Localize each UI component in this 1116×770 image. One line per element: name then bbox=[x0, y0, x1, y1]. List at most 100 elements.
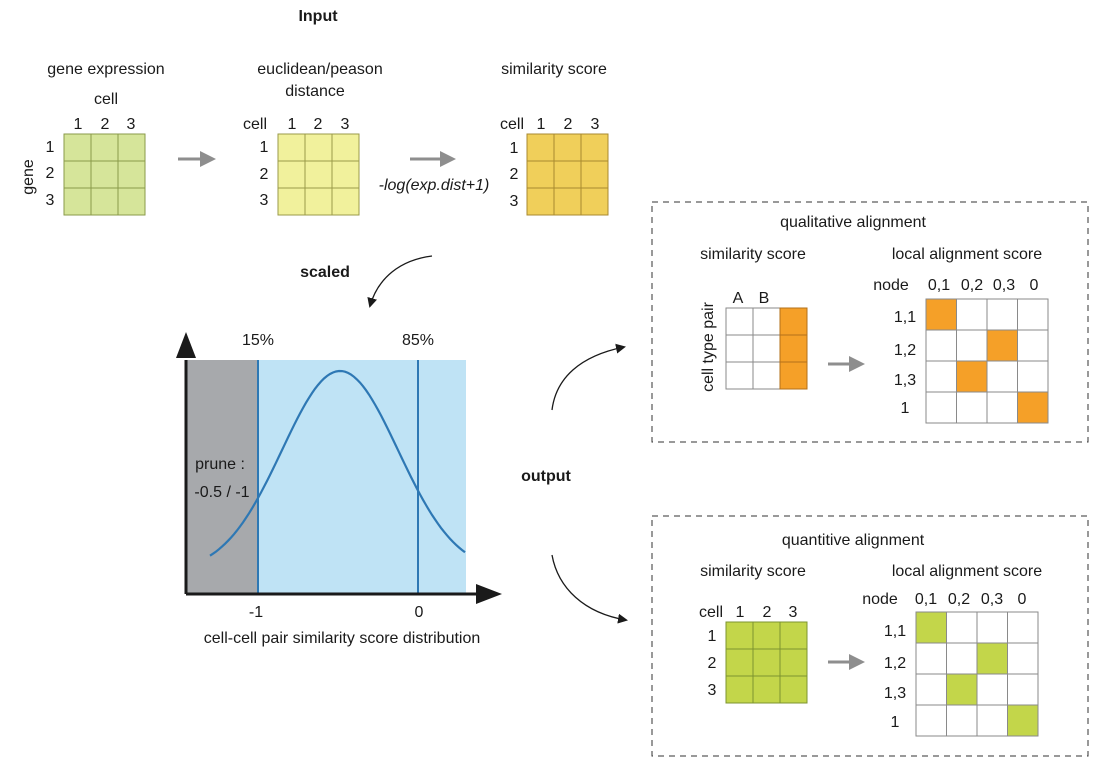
alignment-cell bbox=[976, 611, 1008, 644]
qualitative-col-label: A bbox=[733, 290, 744, 307]
distance-row-label: 1 bbox=[260, 139, 269, 156]
matrix-cell bbox=[752, 675, 781, 704]
quantitative-alignment-panel: quantitive alignment similarity score lo… bbox=[651, 515, 1089, 757]
filled-alignment-cell bbox=[925, 298, 957, 331]
qualitative-local-title: local alignment score bbox=[892, 246, 1042, 263]
matrix-cell bbox=[752, 361, 781, 390]
distance-title-line2: distance bbox=[285, 83, 345, 100]
quantitative-similarity-matrix bbox=[725, 621, 808, 704]
alignment-cell bbox=[1007, 673, 1039, 706]
matrix-cell bbox=[779, 675, 808, 704]
quantitative-row-label: 1 bbox=[708, 628, 717, 645]
filled-alignment-cell bbox=[1017, 391, 1049, 424]
y-axis-arrowhead bbox=[176, 332, 196, 358]
qualitative-node-row: 1,3 bbox=[894, 372, 916, 389]
matrix-cell bbox=[277, 160, 306, 189]
distance-panel: euclidean/peason distance cell 1 2 3 1 2… bbox=[243, 61, 383, 216]
matrix-cell bbox=[752, 307, 781, 336]
distance-row-label: 3 bbox=[260, 192, 269, 209]
gene-expression-col-label: 3 bbox=[127, 116, 136, 133]
matrix-cell bbox=[553, 133, 582, 162]
filled-alignment-cell bbox=[1007, 704, 1039, 737]
qualitative-alignment-panel: qualitative alignment similarity score l… bbox=[651, 201, 1089, 443]
alignment-cell bbox=[986, 391, 1018, 424]
matrix-cell bbox=[63, 133, 92, 162]
similarity-col-label: 3 bbox=[591, 116, 600, 133]
distribution-curve bbox=[209, 369, 466, 557]
prune-label-line2: -0.5 / -1 bbox=[194, 484, 249, 501]
distance-matrix bbox=[277, 133, 360, 216]
matrix-cell bbox=[331, 133, 360, 162]
matrix-cell bbox=[90, 187, 119, 216]
input-title: Input bbox=[298, 8, 338, 25]
qualitative-node-col: 0,3 bbox=[993, 277, 1015, 294]
x-tick-label: 0 bbox=[415, 604, 424, 621]
qualitative-title: qualitative alignment bbox=[780, 214, 926, 231]
gene-expression-col-header: cell bbox=[94, 91, 118, 108]
qualitative-node-row: 1 bbox=[901, 400, 910, 417]
quantitative-col-label: 2 bbox=[763, 604, 772, 621]
qualitative-sim-title: similarity score bbox=[700, 246, 806, 263]
matrix-cell bbox=[526, 160, 555, 189]
alignment-cell bbox=[1017, 360, 1049, 393]
qualitative-node-col: 0 bbox=[1030, 277, 1039, 294]
gray-arrow-1 bbox=[178, 151, 216, 167]
matrix-cell bbox=[304, 133, 333, 162]
matrix-cell bbox=[725, 361, 754, 390]
matrix-cell bbox=[779, 307, 808, 336]
quantitative-row-label: 3 bbox=[708, 682, 717, 699]
quantitative-node-col: 0,1 bbox=[915, 591, 937, 608]
quantitative-node-row: 1,2 bbox=[884, 655, 906, 672]
filled-alignment-cell bbox=[915, 611, 947, 644]
matrix-cell bbox=[752, 621, 781, 650]
alignment-cell bbox=[915, 642, 947, 675]
gray-arrow-qualitative bbox=[828, 356, 865, 372]
matrix-cell bbox=[580, 133, 609, 162]
gene-expression-col-label: 2 bbox=[101, 116, 110, 133]
matrix-cell bbox=[277, 187, 306, 216]
qualitative-node-row: 1,1 bbox=[894, 309, 916, 326]
qualitative-similarity-matrix bbox=[725, 307, 808, 390]
scaled-label: scaled bbox=[300, 264, 350, 281]
gene-expression-col-label: 1 bbox=[74, 116, 83, 133]
matrix-cell bbox=[752, 334, 781, 363]
matrix-cell bbox=[752, 648, 781, 677]
filled-alignment-cell bbox=[976, 642, 1008, 675]
distance-corner-label: cell bbox=[243, 116, 267, 133]
gene-axis-label: gene bbox=[20, 159, 37, 195]
gene-expression-title: gene expression bbox=[47, 61, 164, 78]
matrix-cell bbox=[580, 187, 609, 216]
distance-title-line1: euclidean/peason bbox=[257, 61, 382, 78]
quantitative-node-col: 0,2 bbox=[948, 591, 970, 608]
matrix-cell bbox=[725, 648, 754, 677]
similarity-matrix bbox=[526, 133, 609, 216]
alignment-cell bbox=[915, 704, 947, 737]
alignment-cell bbox=[1017, 329, 1049, 362]
quantitative-local-alignment-matrix bbox=[915, 611, 1039, 737]
matrix-cell bbox=[580, 160, 609, 189]
matrix-cell bbox=[117, 187, 146, 216]
curved-arrow-quantitative bbox=[551, 554, 628, 624]
distribution-caption: cell-cell pair similarity score distribu… bbox=[204, 630, 481, 647]
matrix-cell bbox=[779, 334, 808, 363]
matrix-cell bbox=[117, 160, 146, 189]
similarity-col-label: 2 bbox=[564, 116, 573, 133]
gray-arrow-2 bbox=[410, 151, 456, 167]
gray-arrow-quantitative bbox=[828, 654, 865, 670]
curved-arrow-scaled bbox=[367, 255, 433, 308]
output-label: output bbox=[521, 468, 571, 485]
matrix-cell bbox=[63, 160, 92, 189]
similarity-row-label: 1 bbox=[510, 140, 519, 157]
quantitative-row-label: 2 bbox=[708, 655, 717, 672]
qualitative-node-label: node bbox=[873, 277, 909, 294]
matrix-cell bbox=[725, 621, 754, 650]
formula-label: -log(exp.dist+1) bbox=[379, 177, 490, 194]
matrix-cell bbox=[526, 187, 555, 216]
alignment-cell bbox=[925, 329, 957, 362]
matrix-cell bbox=[526, 133, 555, 162]
distance-row-label: 2 bbox=[260, 166, 269, 183]
filled-alignment-cell bbox=[986, 329, 1018, 362]
prune-label-line1: prune : bbox=[195, 456, 245, 473]
similarity-panel: similarity score cell 1 2 3 1 2 3 bbox=[500, 61, 609, 216]
